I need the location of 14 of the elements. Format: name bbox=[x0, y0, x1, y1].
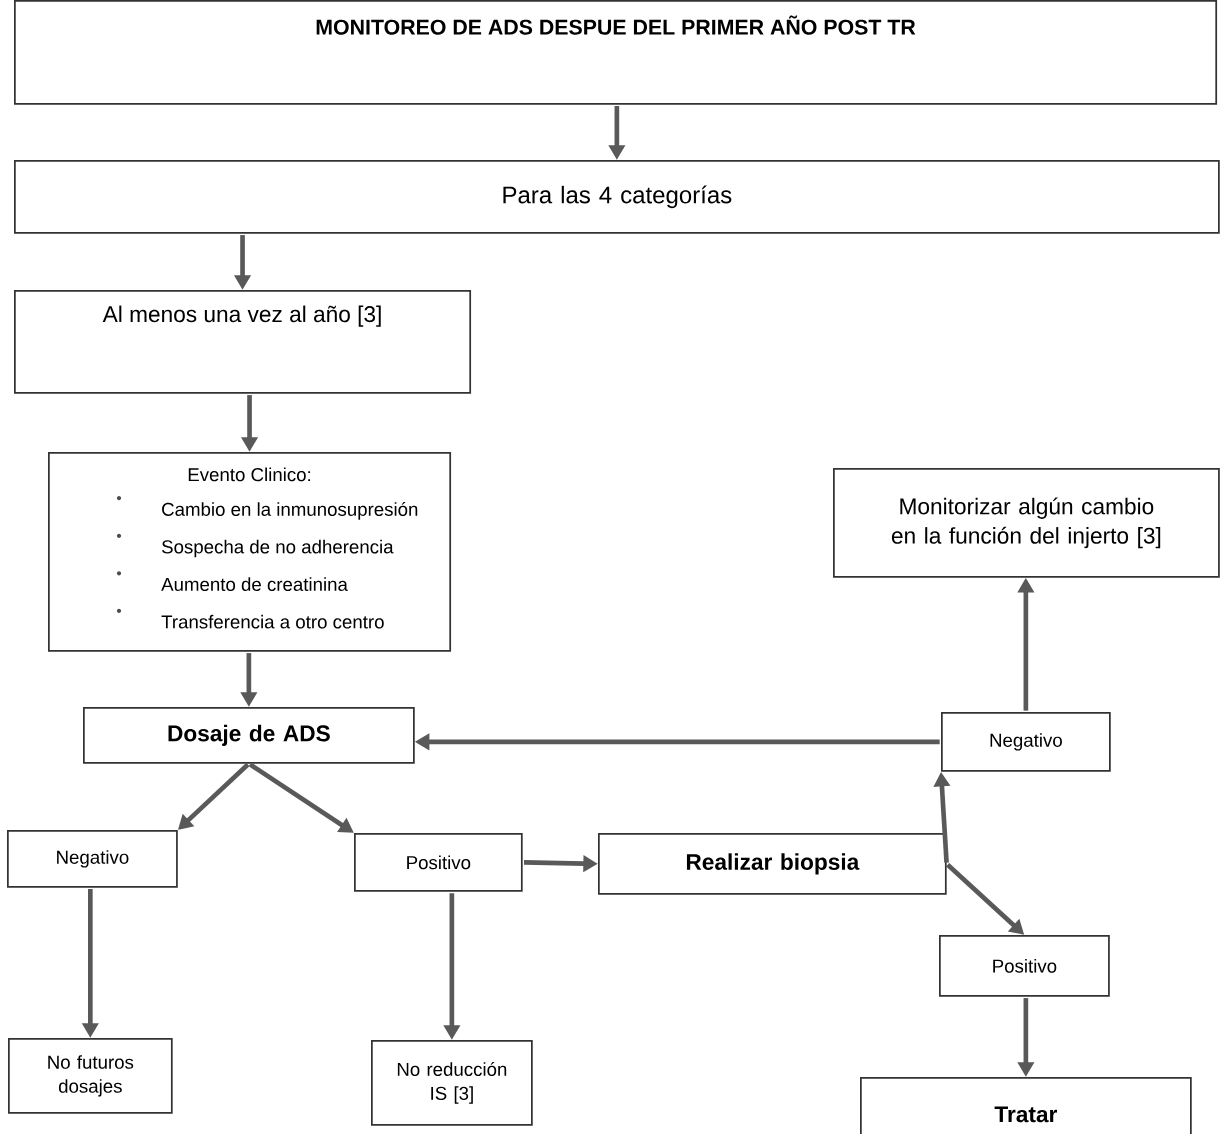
process-box: Tratar bbox=[860, 1077, 1192, 1134]
process-box: Monitorizar algún cambio en la función del injerto [3] bbox=[833, 468, 1220, 578]
process-box: Positivo bbox=[939, 935, 1110, 997]
process-box: Positivo bbox=[354, 833, 523, 892]
process-box: Negativo bbox=[941, 712, 1111, 772]
process-box: MONITOREO DE ADS DESPUE DEL PRIMER AÑO POST TR bbox=[14, 0, 1218, 105]
process-box: Evento Clinico: Cambio en la inmunosupresión Sospecha de no adherencia Aumento de creatinina Transferencia a otro centro bbox=[48, 452, 452, 652]
process-box: Para las 4 categorías bbox=[14, 160, 1220, 234]
process-box: No futuros dosajes bbox=[8, 1038, 173, 1114]
process-box: Dosaje de ADS bbox=[83, 707, 415, 764]
process-box: Negativo bbox=[7, 830, 178, 888]
process-box: No reducción IS [3] bbox=[371, 1040, 533, 1126]
process-box: Realizar biopsia bbox=[598, 833, 947, 895]
process-box: Al menos una vez al año [3] bbox=[14, 290, 472, 394]
